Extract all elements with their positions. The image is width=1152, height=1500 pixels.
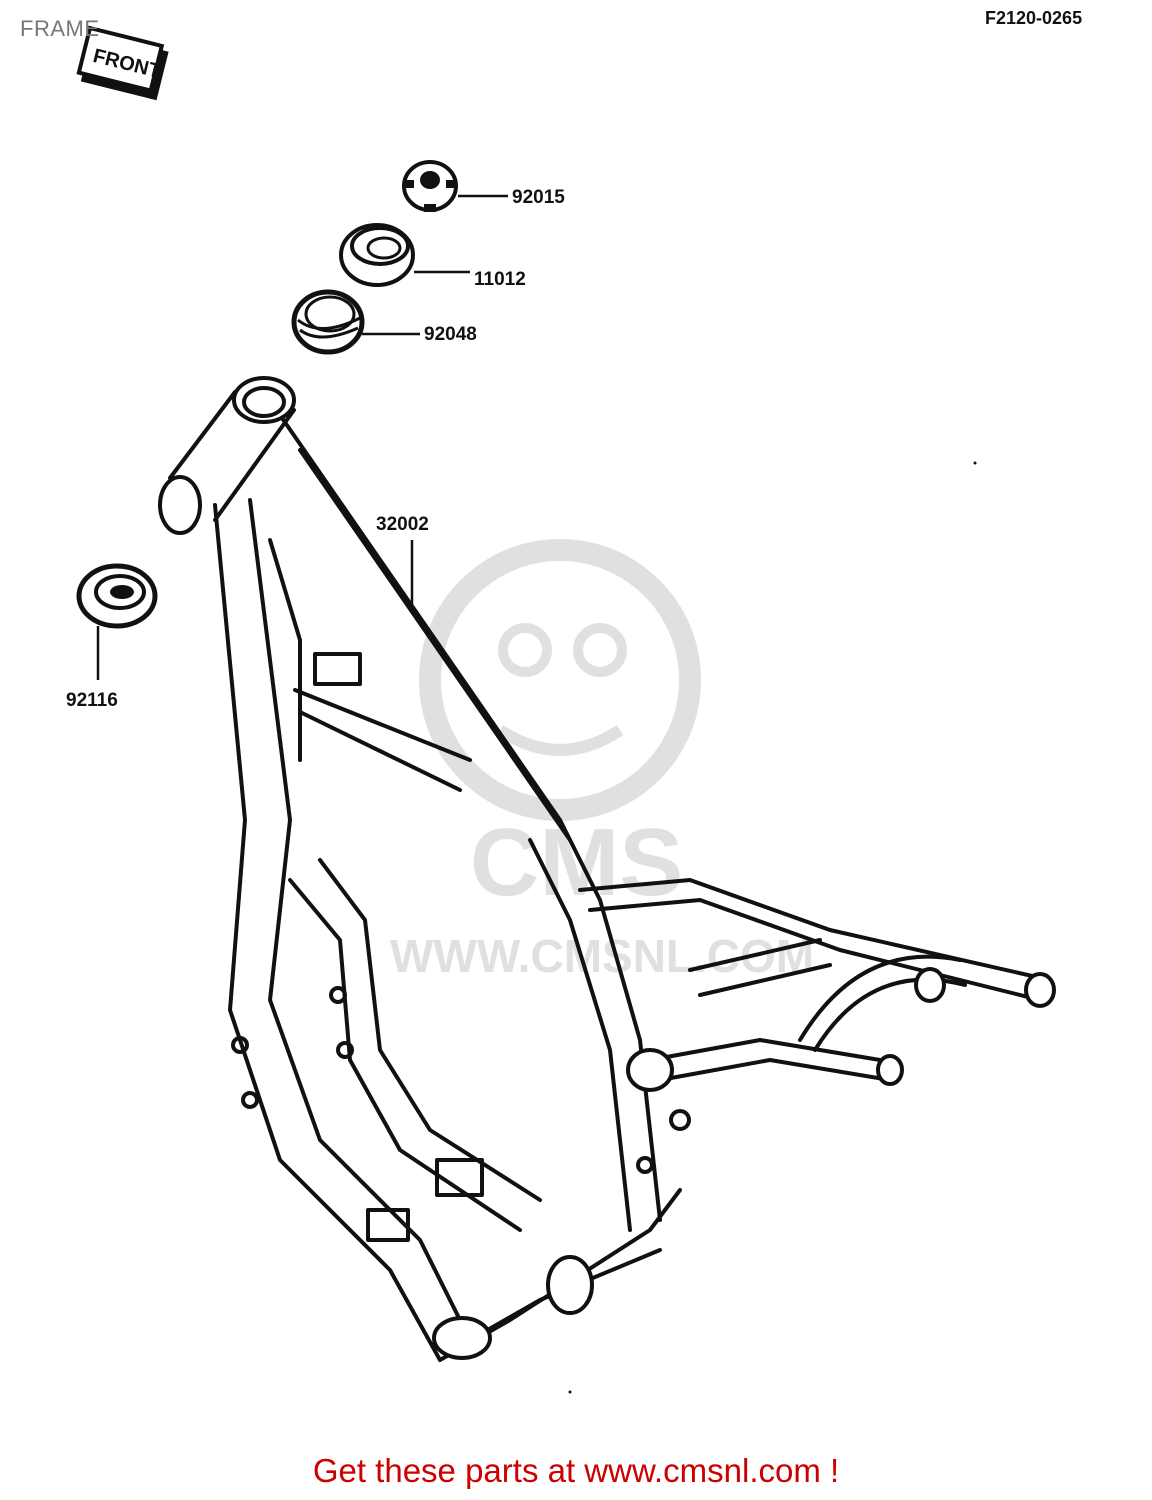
frame-icon bbox=[158, 376, 1056, 1362]
page-title: FRAME bbox=[20, 16, 100, 41]
part-label-11012: 11012 bbox=[474, 269, 526, 290]
nut-icon bbox=[402, 160, 458, 212]
bearing-cover-icon bbox=[339, 223, 415, 287]
cms-watermark: CMS WWW.CMSNL.COM bbox=[390, 539, 814, 982]
front-tag: FRONT bbox=[76, 25, 169, 101]
part-label-92116: 92116 bbox=[66, 690, 118, 711]
part-label-92048: 92048 bbox=[424, 324, 477, 345]
part-label-32002: 32002 bbox=[376, 514, 429, 535]
part-label-92015: 92015 bbox=[512, 187, 565, 208]
bearing-icon bbox=[76, 563, 158, 629]
seal-icon bbox=[291, 289, 365, 355]
watermark-mascot-icon bbox=[419, 539, 701, 821]
footer-link[interactable]: Get these parts at www.cmsnl.com ! bbox=[312, 1452, 840, 1489]
watermark-logo-text: CMS bbox=[470, 809, 683, 916]
diagram-code: F2120-0265 bbox=[985, 8, 1083, 28]
